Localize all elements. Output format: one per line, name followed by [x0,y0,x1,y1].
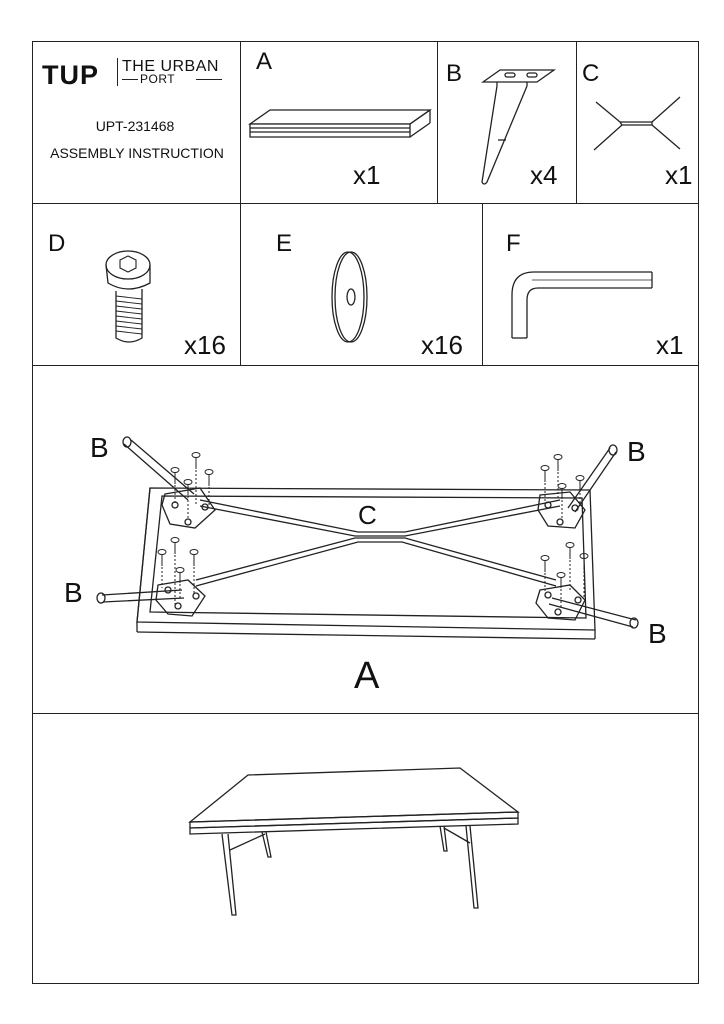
cross-brace-icon [593,96,681,151]
tabletop-icon [247,109,433,138]
step2-frame [32,713,699,984]
assembled-table-icon [188,767,520,916]
leg-bracket-top-left [161,487,216,529]
bolt-icon [575,475,585,506]
bolt-icon [565,542,575,590]
part-c-qty: x1 [665,160,693,190]
step1-leg-top-right [567,444,618,513]
label-leg-bottom-right: B [648,618,667,649]
label-tabletop: A [354,655,380,697]
bolt-icon [157,549,167,588]
brand-name: THE URBAN [122,58,219,75]
bolt-icon [556,572,566,608]
part-a-qty: x1 [353,160,381,190]
bolt-icon [183,479,193,520]
label-leg-top-left: B [90,432,109,463]
bolt-icon [170,467,180,503]
part-e-letter: E [276,230,293,257]
bolt-icon [105,250,151,343]
label-leg-top-right: B [627,436,646,467]
part-d-letter: D [48,230,66,257]
step1-brace [195,499,561,587]
bolt-icon [540,465,550,503]
step1-leg-top-left [122,436,195,501]
bolt-icon [540,555,550,593]
bolt-icon [579,553,589,598]
allen-key-icon [511,271,653,339]
brand-sub: PORT [140,72,176,86]
part-b-qty: x4 [530,160,558,190]
step1-leg-bottom-right [548,597,639,629]
part-f-letter: F [506,230,521,257]
brand-rule-left [122,79,138,80]
leg-icon [480,69,557,185]
part-a-letter: A [256,48,273,75]
part-e-qty: x16 [421,330,463,360]
part-c-letter: C [582,60,600,87]
brand-rule-right [196,79,222,80]
bolt-icon [170,537,180,604]
bolt-icon [189,549,199,594]
bolt-icon [175,567,185,600]
step1-bolts [157,452,589,608]
label-leg-bottom-left: B [64,577,83,608]
step1-leg-bottom-left [96,589,185,604]
label-brace: C [358,500,377,530]
washer-icon [331,251,368,343]
bolt-icon [204,469,214,505]
brand-logo: TUP [42,60,99,90]
document-title: ASSEMBLY INSTRUCTION [50,145,224,161]
model-number: UPT-231468 [95,118,175,134]
bolt-icon [191,452,201,505]
bolt-icon [557,483,567,520]
part-b-letter: B [446,60,463,87]
brand-separator [117,58,118,86]
part-f-qty: x1 [656,330,684,360]
part-d-qty: x16 [184,330,226,360]
